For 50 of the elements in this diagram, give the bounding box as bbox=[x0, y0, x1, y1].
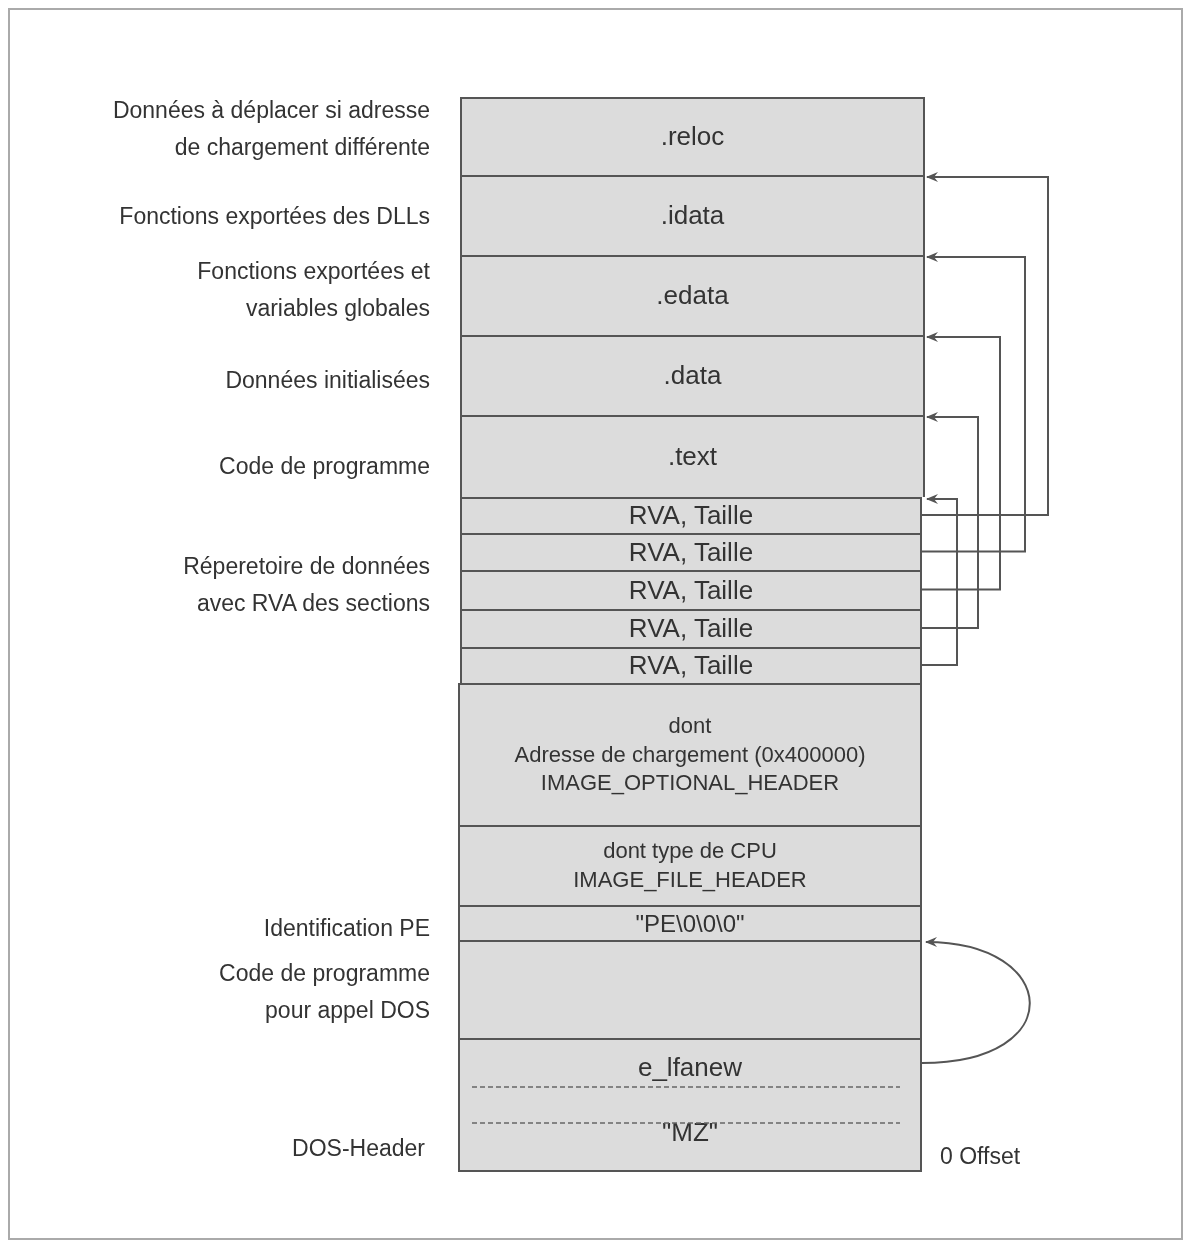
memory-section-box bbox=[460, 497, 922, 533]
section-text: RVA, Taille bbox=[628, 535, 754, 569]
section-text: .reloc bbox=[660, 120, 725, 154]
section-description: DOS-Header bbox=[291, 1134, 425, 1163]
arrow bbox=[921, 172, 1049, 516]
section-description: Code de programme pour appel DOS bbox=[218, 959, 430, 1025]
section-text: "MZ" bbox=[662, 1115, 718, 1149]
section-text: Adresse de chargement (0x400000) bbox=[514, 740, 866, 769]
arrow bbox=[921, 937, 1031, 1064]
section-text: .text bbox=[667, 440, 718, 474]
section-text: dont bbox=[668, 712, 712, 741]
section-text: dont type de CPU bbox=[603, 837, 777, 866]
section-text: "PE\0\0\0" bbox=[635, 908, 745, 939]
section-description: Identification PE bbox=[262, 914, 430, 943]
memory-section-box bbox=[458, 1038, 922, 1095]
memory-section-box bbox=[460, 609, 922, 647]
section-description: Données à déplacer si adresse de chargement différente bbox=[111, 96, 430, 162]
memory-section-box bbox=[460, 255, 925, 335]
memory-section-box bbox=[460, 97, 925, 175]
section-text: .idata bbox=[660, 199, 725, 233]
arrow bbox=[921, 252, 1026, 553]
memory-section-box bbox=[458, 940, 922, 1038]
section-text: .edata bbox=[656, 279, 729, 313]
section-text: IMAGE_OPTIONAL_HEADER bbox=[540, 769, 840, 798]
section-text: IMAGE_FILE_HEADER bbox=[573, 866, 807, 894]
section-description: 0 Offset bbox=[940, 1142, 1022, 1171]
memory-section-box bbox=[458, 1095, 922, 1172]
memory-section-box bbox=[460, 415, 925, 497]
section-description: Code de programme bbox=[218, 452, 430, 481]
memory-section-box bbox=[460, 647, 922, 683]
section-text: RVA, Taille bbox=[628, 573, 754, 607]
section-description: Réperetoire de données avec RVA des sections bbox=[182, 552, 430, 618]
arrow bbox=[921, 332, 1001, 591]
section-text: .data bbox=[663, 359, 722, 393]
memory-section-box bbox=[460, 533, 922, 570]
section-description: Données initialisées bbox=[224, 366, 430, 395]
arrow bbox=[921, 412, 979, 629]
memory-section-box bbox=[460, 175, 925, 255]
arrow bbox=[921, 494, 958, 666]
memory-section-box bbox=[458, 825, 922, 905]
memory-section-box bbox=[460, 335, 925, 415]
section-text: RVA, Taille bbox=[628, 499, 754, 533]
section-text: RVA, Taille bbox=[628, 612, 754, 646]
memory-section-box bbox=[460, 570, 922, 609]
section-text: e_lfanew bbox=[637, 1050, 743, 1084]
section-text: RVA, Taille bbox=[628, 649, 754, 683]
memory-section-box bbox=[458, 683, 922, 825]
section-description: Fonctions exportées des DLLs bbox=[118, 202, 430, 231]
section-description: Fonctions exportées et variables globales bbox=[196, 257, 430, 323]
memory-section-box bbox=[458, 905, 922, 940]
